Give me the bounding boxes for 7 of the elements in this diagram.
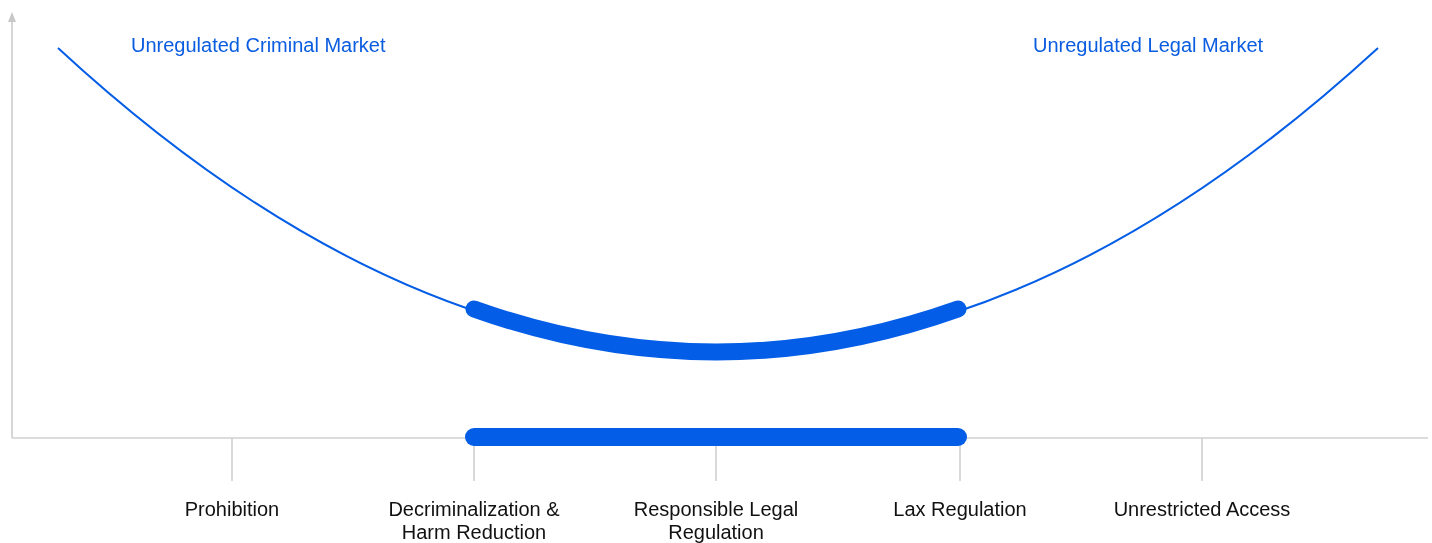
axis-category-label: Prohibition (183, 498, 281, 521)
axis-category-label: Unrestricted Access (1112, 498, 1292, 521)
axis-category-label: Decriminalization & Harm Reduction (387, 498, 561, 543)
axis-category-label: Responsible Legal Regulation (632, 498, 800, 543)
curve-label: Unregulated Legal Market (1033, 34, 1264, 57)
axis-category-label: Lax Regulation (892, 498, 1028, 521)
curve-label: Unregulated Criminal Market (131, 34, 386, 57)
